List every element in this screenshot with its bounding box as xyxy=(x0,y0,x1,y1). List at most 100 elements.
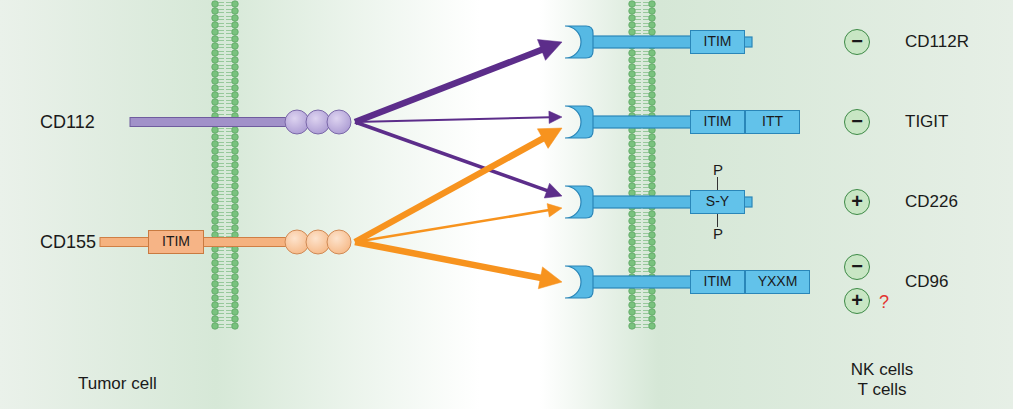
lipid-head xyxy=(629,183,636,190)
lipid-tail xyxy=(226,289,232,290)
lipid-tail xyxy=(635,306,641,307)
signal-motif-box: ITIM xyxy=(690,270,745,294)
lipid-tail xyxy=(218,236,224,237)
lipid-head xyxy=(649,99,656,106)
lipid-head xyxy=(629,316,636,323)
lipid-head xyxy=(212,267,219,274)
lipid-tail xyxy=(226,149,232,150)
lipid-tail xyxy=(635,187,641,188)
lipid-head xyxy=(629,239,636,246)
lipid-head xyxy=(232,176,239,183)
lipid-head xyxy=(232,141,239,148)
lipid-tail xyxy=(226,292,232,293)
ig-domain xyxy=(327,110,351,134)
lipid-tail xyxy=(226,327,232,328)
lipid-head xyxy=(212,197,219,204)
lipid-tail xyxy=(635,107,641,108)
lipid-tail xyxy=(635,30,641,31)
lipid-head xyxy=(212,218,219,225)
lipid-tail xyxy=(643,79,649,80)
lipid-head xyxy=(232,64,239,71)
lipid-head xyxy=(649,232,656,239)
lipid-head xyxy=(649,29,656,36)
lipid-tail xyxy=(643,233,649,234)
lipid-tail xyxy=(218,170,224,171)
lipid-head xyxy=(232,148,239,155)
lipid-tail xyxy=(226,19,232,20)
lipid-tail xyxy=(218,264,224,265)
lipid-head xyxy=(232,134,239,141)
lipid-tail xyxy=(226,110,232,111)
lipid-head xyxy=(649,155,656,162)
lipid-head xyxy=(649,253,656,260)
lipid-head xyxy=(232,302,239,309)
lipid-tail xyxy=(226,142,232,143)
lipid-tail xyxy=(226,282,232,283)
lipid-tail xyxy=(218,292,224,293)
lipid-tail xyxy=(635,327,641,328)
lipid-tail xyxy=(226,159,232,160)
lipid-head xyxy=(212,71,219,78)
lipid-tail xyxy=(635,51,641,52)
lipid-tail xyxy=(643,257,649,258)
lipid-tail xyxy=(218,247,224,248)
lipid-head xyxy=(649,218,656,225)
lipid-tail xyxy=(218,23,224,24)
lipid-tail xyxy=(643,93,649,94)
arrow-head xyxy=(549,111,562,123)
lipid-head xyxy=(629,57,636,64)
lipid-tail xyxy=(218,306,224,307)
lipid-tail xyxy=(218,152,224,153)
lipid-head xyxy=(629,176,636,183)
signal-motif-box: S-Y xyxy=(690,190,745,214)
lipid-tail xyxy=(226,79,232,80)
lipid-tail xyxy=(218,296,224,297)
lipid-tail xyxy=(643,320,649,321)
lipid-tail xyxy=(643,100,649,101)
lipid-head xyxy=(212,36,219,43)
lipid-tail xyxy=(643,2,649,3)
lipid-tail xyxy=(218,145,224,146)
motif-label: S-Y xyxy=(691,191,744,212)
immune-cell-band xyxy=(540,0,1013,409)
lipid-tail xyxy=(643,306,649,307)
binding-arrow xyxy=(355,122,562,198)
lipid-head xyxy=(232,183,239,190)
lipid-head xyxy=(232,190,239,197)
lipid-head xyxy=(649,260,656,267)
lipid-tail xyxy=(226,212,232,213)
lipid-head xyxy=(232,316,239,323)
lipid-head xyxy=(232,204,239,211)
lipid-tail xyxy=(635,5,641,6)
lipid-tail xyxy=(218,215,224,216)
lipid-head xyxy=(232,309,239,316)
lipid-tail xyxy=(218,271,224,272)
lipid-tail xyxy=(635,100,641,101)
lipid-tail xyxy=(226,163,232,164)
lipid-tail xyxy=(226,254,232,255)
lipid-head xyxy=(629,8,636,15)
lipid-head xyxy=(212,295,219,302)
lipid-head xyxy=(212,281,219,288)
lipid-tail xyxy=(218,233,224,234)
lipid-head xyxy=(629,78,636,85)
lipid-head xyxy=(232,323,239,330)
ig-domain xyxy=(285,110,309,134)
motif-label: ITIM xyxy=(691,111,744,132)
lipid-tail xyxy=(635,72,641,73)
lipid-tail xyxy=(218,54,224,55)
lipid-tail xyxy=(635,310,641,311)
lipid-tail xyxy=(218,226,224,227)
lipid-head xyxy=(649,302,656,309)
lipid-tail xyxy=(635,240,641,241)
lipid-tail xyxy=(635,296,641,297)
lipid-head xyxy=(649,22,656,29)
lipid-tail xyxy=(226,215,232,216)
lipid-head xyxy=(629,141,636,148)
signal-motif-box: ITIM xyxy=(690,30,745,54)
lipid-tail xyxy=(643,86,649,87)
lipid-head xyxy=(212,92,219,99)
lipid-tail xyxy=(218,285,224,286)
lipid-tail xyxy=(226,257,232,258)
